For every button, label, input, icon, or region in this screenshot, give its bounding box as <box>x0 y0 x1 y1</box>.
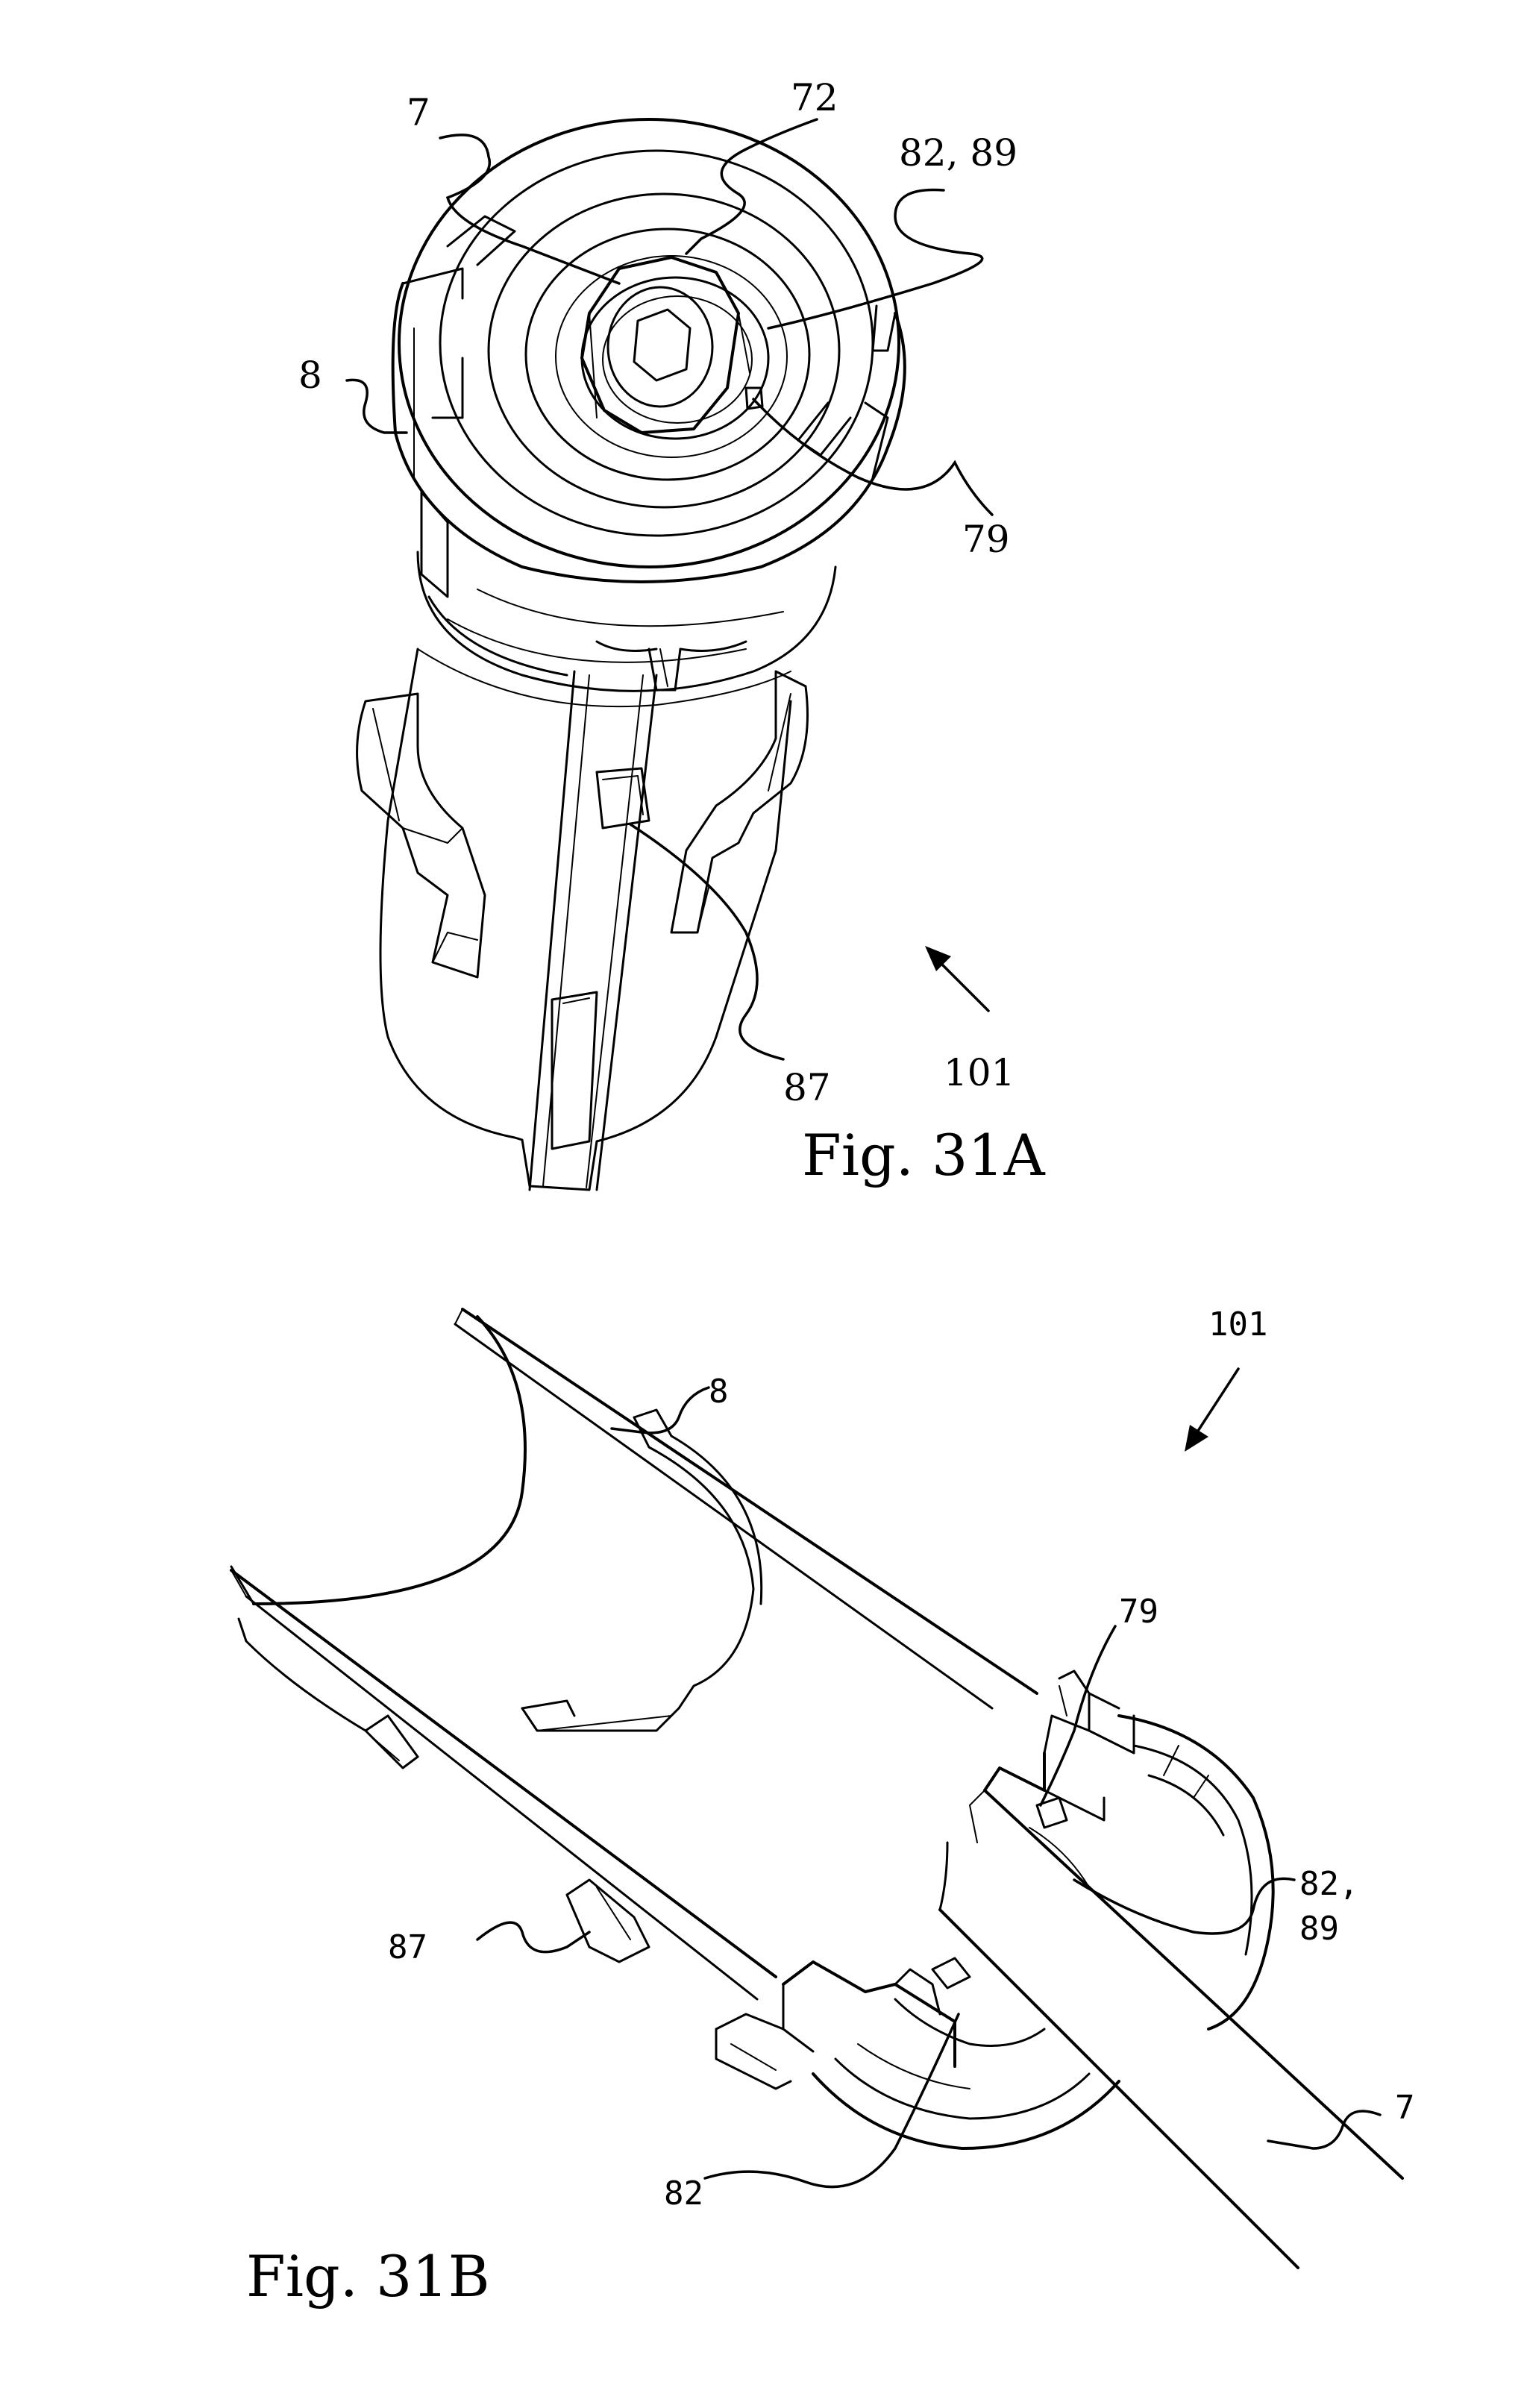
ref-79: 79 <box>962 518 1010 561</box>
ref-8: 8 <box>298 354 322 397</box>
fig31a-connector-drawing <box>356 118 906 1191</box>
figure-caption: Fig. 31A <box>802 1122 1046 1188</box>
ref-101: 101 <box>944 1051 1015 1094</box>
fig31b-leader-lines <box>476 1367 1382 2189</box>
figure-31b: 101 8 79 82, 89 87 7 82 Fig. 31B <box>230 1305 1415 2310</box>
ref-82: 82 <box>664 2175 703 2213</box>
ref-101: 101 <box>1208 1305 1267 1343</box>
ref-79: 79 <box>1119 1593 1158 1631</box>
fig31a-leader-lines <box>345 118 994 1061</box>
ref-8: 8 <box>709 1373 729 1411</box>
ref-87: 87 <box>388 1928 427 1966</box>
ref-82-89-line1: 82, <box>1299 1865 1358 1903</box>
ref-7: 7 <box>1395 2089 1415 2127</box>
ref-72: 72 <box>791 76 838 119</box>
fig31b-connector-drawing <box>230 1308 1404 2269</box>
ref-87: 87 <box>783 1066 831 1109</box>
ref-82-89: 82, 89 <box>899 131 1017 175</box>
figure-caption: Fig. 31B <box>246 2243 490 2310</box>
ref-82-89-line2: 89 <box>1299 1910 1339 1948</box>
figure-31a: 7 72 82, 89 8 79 87 101 Fig. 31A <box>298 76 1046 1191</box>
ref-7: 7 <box>407 91 430 134</box>
